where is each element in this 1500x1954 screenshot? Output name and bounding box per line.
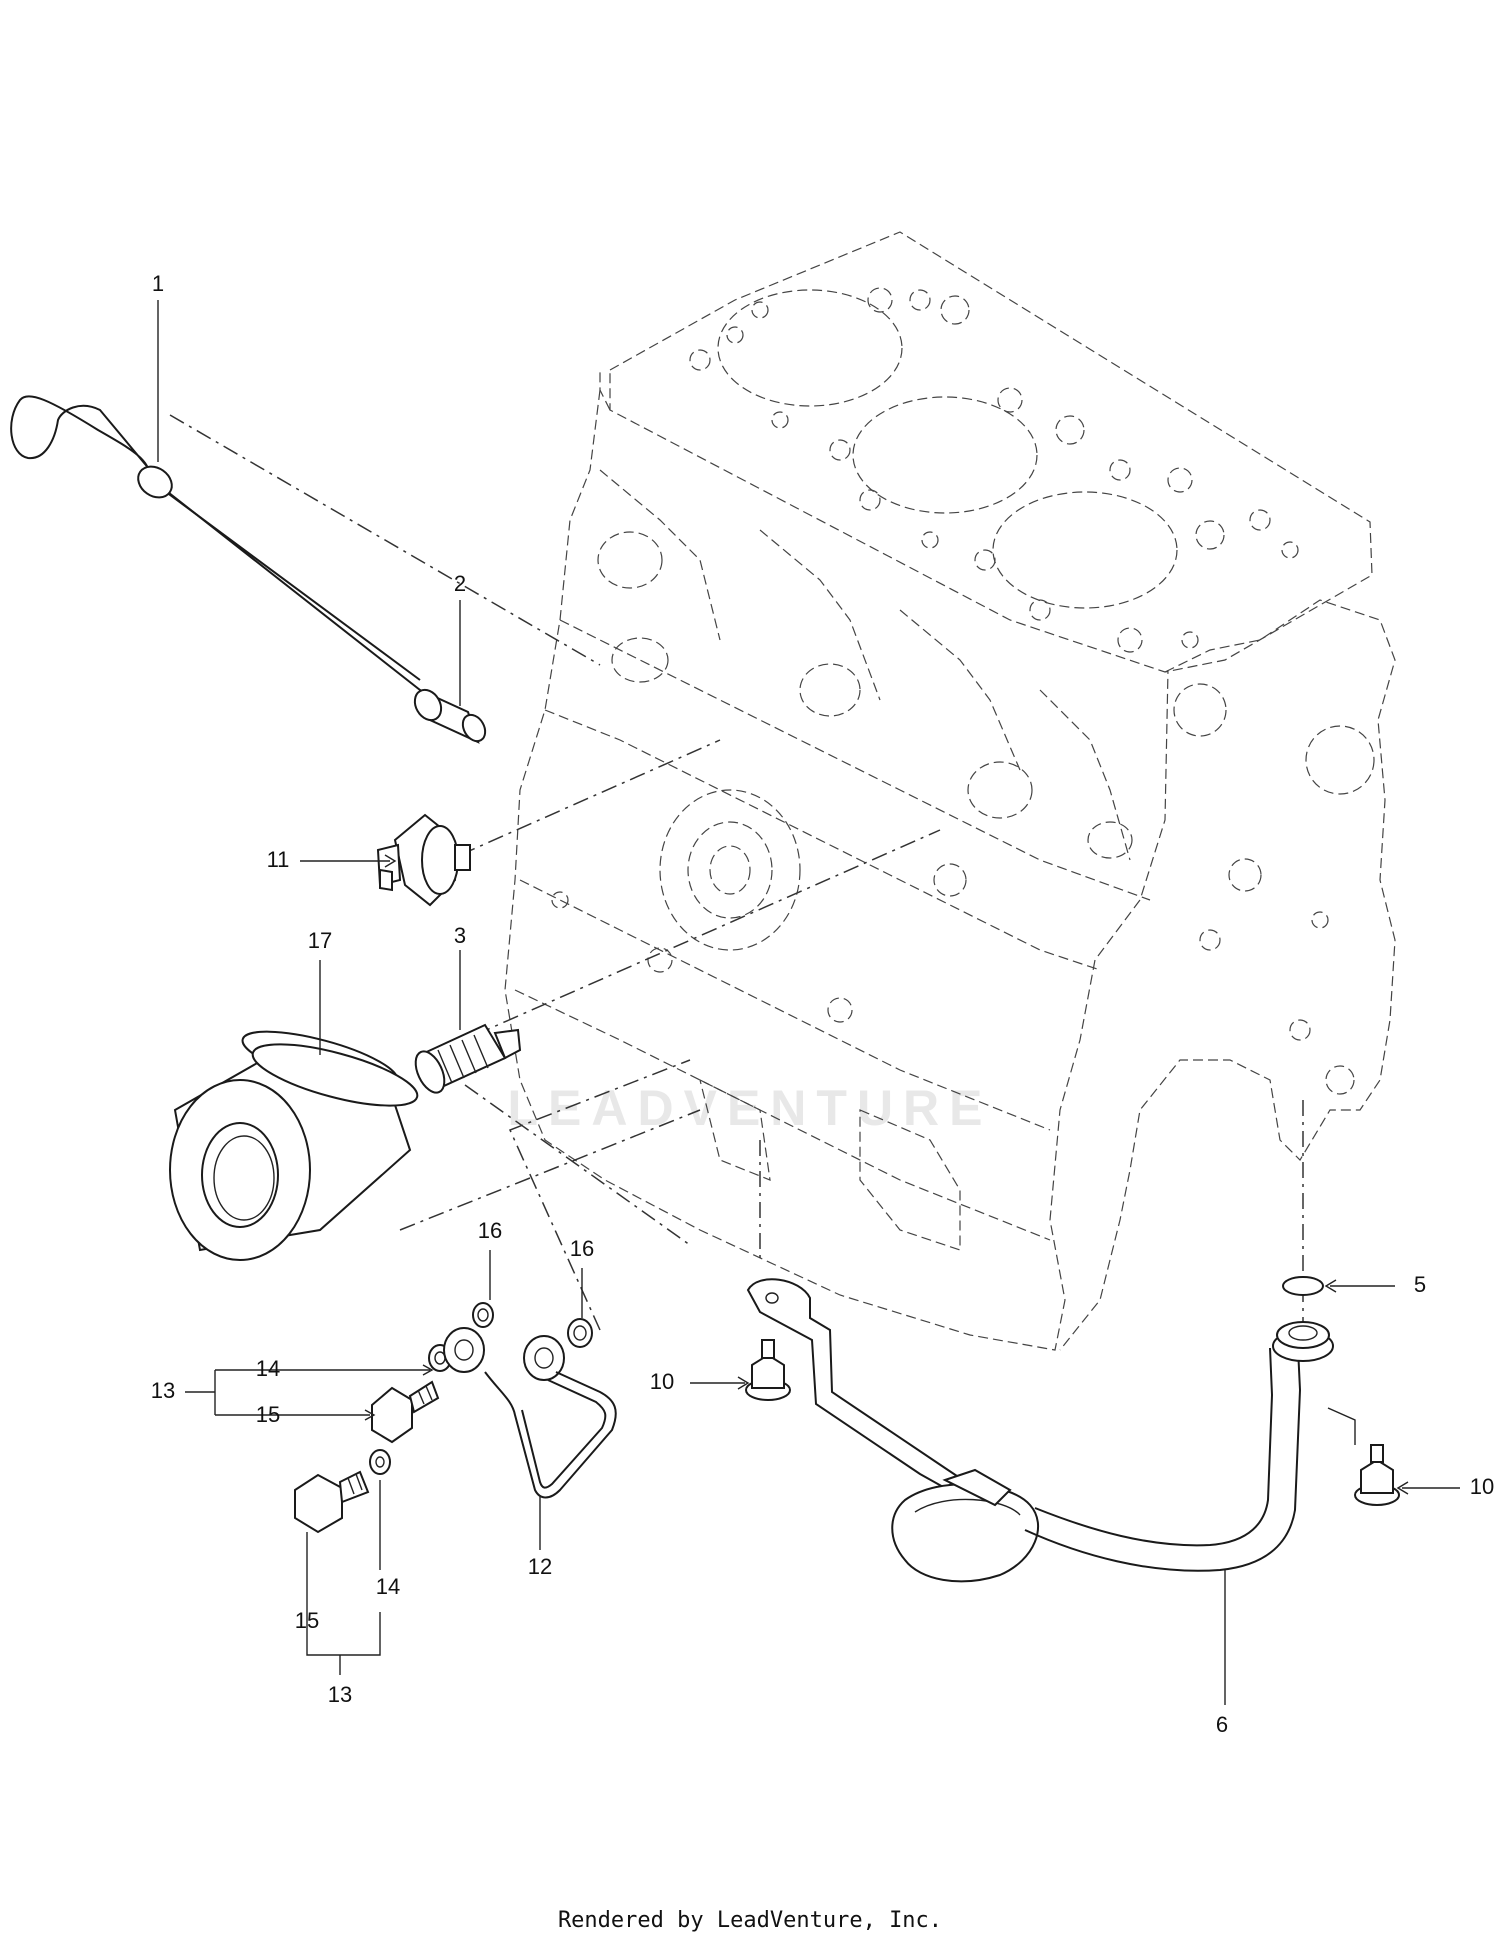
watermark-text: LEADVENTURE: [507, 1080, 992, 1136]
callout-6: 6: [1216, 1712, 1228, 1737]
callout-17: 17: [308, 928, 332, 953]
callout-13b: 13: [328, 1682, 352, 1707]
callout-14a: 14: [256, 1356, 280, 1381]
callout-12: 12: [528, 1554, 552, 1579]
callout-15a: 15: [256, 1402, 280, 1427]
callout-2: 2: [454, 571, 466, 596]
callout-16b: 16: [570, 1236, 594, 1261]
flange-bolt-10b-part: [1354, 1444, 1400, 1506]
callout-16a: 16: [478, 1218, 502, 1243]
footer-credit: Rendered by LeadVenture, Inc.: [557, 1908, 943, 1933]
callout-13a: 13: [151, 1378, 175, 1403]
washer-16b-part: [567, 1318, 593, 1348]
callout-10b: 10: [1470, 1474, 1494, 1499]
bolt-15b-part: [294, 1470, 370, 1534]
oil-pressure-switch-part: [376, 813, 471, 907]
callout-3: 3: [454, 923, 466, 948]
threaded-nipple-part: [414, 1023, 522, 1094]
banjo-bolt-15a-part: [371, 1380, 440, 1444]
oil-filter-part: [169, 1030, 419, 1261]
callout-10a: 10: [650, 1369, 674, 1394]
callout-15b: 15: [295, 1608, 319, 1633]
washer-16a-part: [472, 1302, 494, 1328]
washer-14b-part: [369, 1449, 391, 1475]
callout-labels: 1 2 11 17 3 16 16 14 13 15 12 14 15 13 1…: [151, 271, 1494, 1737]
callout-1: 1: [152, 271, 164, 296]
callout-11: 11: [267, 847, 290, 872]
dipstick-part: [10, 395, 421, 691]
callout-5: 5: [1414, 1272, 1426, 1297]
flange-bolt-10a-part: [745, 1339, 791, 1401]
o-ring-part: [1282, 1276, 1324, 1296]
guide-sleeve-part: [413, 688, 487, 744]
oil-line-part: [443, 1327, 617, 1499]
engine-block-phantom: [504, 231, 1396, 1351]
oil-strainer-part: [746, 1278, 1356, 1583]
callout-14b: 14: [376, 1574, 400, 1599]
